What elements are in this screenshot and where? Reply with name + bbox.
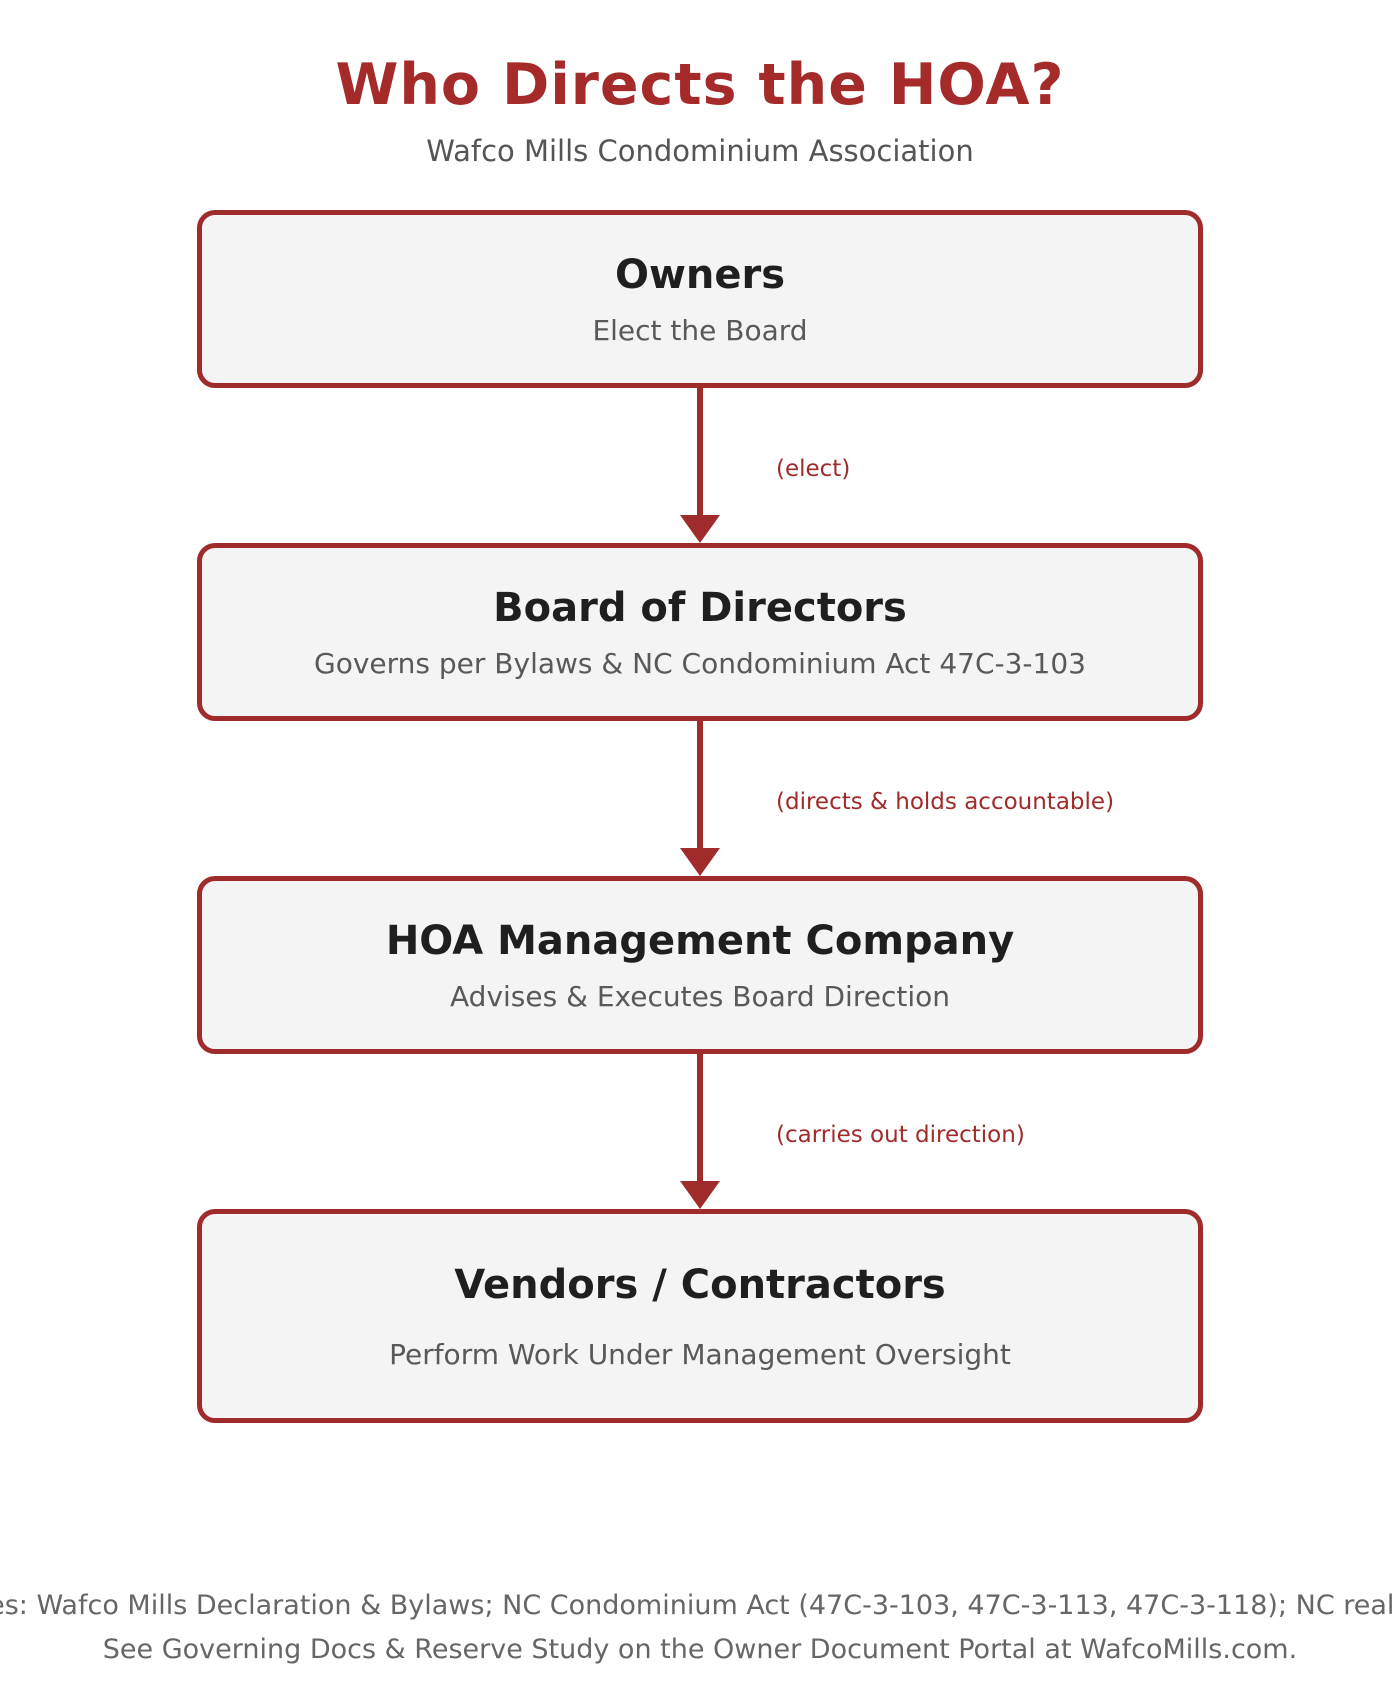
node-management-subtitle: Advises & Executes Board Direction: [450, 979, 950, 1013]
node-board-of-directors: Board of Directors Governs per Bylaws & …: [197, 543, 1203, 721]
arrow-line: [697, 388, 703, 519]
node-owners: Owners Elect the Board: [197, 210, 1203, 388]
flowchart: Owners Elect the Board (elect) Board of …: [197, 210, 1203, 1423]
arrow-down-icon: [680, 848, 720, 876]
node-vendors-contractors: Vendors / Contractors Perform Work Under…: [197, 1209, 1203, 1423]
node-management-title: HOA Management Company: [385, 917, 1015, 964]
page-subtitle: Wafco Mills Condominium Association: [426, 134, 974, 168]
node-owners-subtitle: Elect the Board: [592, 313, 808, 347]
node-board-subtitle: Governs per Bylaws & NC Condominium Act …: [314, 646, 1086, 680]
edge-carries-out-label: (carries out direction): [776, 1121, 1025, 1148]
node-vendors-subtitle: Perform Work Under Management Oversight: [389, 1337, 1011, 1371]
footer: Sources: Wafco Mills Declaration & Bylaw…: [0, 1584, 1400, 1672]
arrow-down-icon: [680, 515, 720, 543]
footer-row: Sources: Wafco Mills Declaration & Bylaw…: [0, 1584, 1400, 1628]
node-board-title: Board of Directors: [493, 584, 907, 631]
node-vendors-title: Vendors / Contractors: [454, 1261, 946, 1308]
page-title: Who Directs the HOA?: [335, 52, 1065, 118]
edge-carries-out: (carries out direction): [197, 1054, 1203, 1209]
edge-directs-label: (directs & holds accountable): [776, 788, 1115, 815]
node-management-company: HOA Management Company Advises & Execute…: [197, 876, 1203, 1054]
footer-sources-line: Sources: Wafco Mills Declaration & Bylaw…: [0, 1590, 1400, 1621]
footer-portal-line: See Governing Docs & Reserve Study on th…: [102, 1634, 1298, 1665]
edge-elect-label: (elect): [776, 455, 851, 482]
arrow-line: [697, 721, 703, 852]
arrow-down-icon: [680, 1181, 720, 1209]
footer-row: See Governing Docs & Reserve Study on th…: [0, 1628, 1400, 1672]
edge-directs: (directs & holds accountable): [197, 721, 1203, 876]
edge-elect: (elect): [197, 388, 1203, 543]
node-owners-title: Owners: [614, 251, 786, 298]
arrow-line: [697, 1054, 703, 1185]
